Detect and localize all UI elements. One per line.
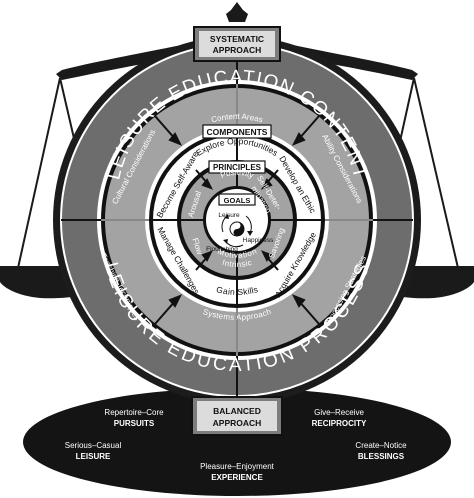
label-content-areas: Content Areas	[210, 112, 263, 124]
wheel	[53, 36, 421, 404]
principles-box	[208, 160, 266, 174]
goal-happiness: Happiness	[243, 237, 274, 244]
goal-leisure: Leisure	[218, 212, 240, 219]
label-positivity: Positivity	[219, 168, 255, 180]
base-pursuits: Repertoire–Core PURSUITS	[104, 408, 164, 428]
base-reciprocity: Give–Receive RECIPROCITY	[312, 408, 367, 428]
base-blessings: Create–Notice BLESSINGS	[355, 441, 407, 461]
cycle-arrows	[221, 214, 253, 248]
svg-text:RECIPROCITY: RECIPROCITY	[312, 419, 367, 428]
svg-text:Create–Notice: Create–Notice	[355, 441, 407, 450]
inward-arrows	[154, 115, 320, 325]
svg-text:Give–Receive: Give–Receive	[314, 408, 364, 417]
systematic-line1: SYSTEMATIC	[210, 34, 264, 44]
goal-flourishing: Flourishing	[206, 246, 238, 253]
svg-text:PURSUITS: PURSUITS	[114, 419, 155, 428]
yin-yang-icon	[229, 221, 245, 237]
svg-text:LEISURE: LEISURE	[76, 452, 111, 461]
svg-text:EXPERIENCE: EXPERIENCE	[211, 473, 263, 482]
svg-text:Serious–Casual: Serious–Casual	[65, 441, 122, 450]
base-experience: Pleasure–Enjoyment EXPERIENCE	[200, 462, 275, 482]
components-title: COMPONENTS	[207, 127, 268, 137]
components-box	[202, 124, 272, 139]
principles-title: PRINCIPLES	[213, 163, 262, 172]
systematic-line2: APPROACH	[213, 45, 262, 55]
systematic-approach-box: SYSTEMATIC APPROACH	[193, 26, 281, 62]
label-motivation: Motivation	[216, 246, 257, 259]
balanced-approach-box: BALANCED APPROACH	[191, 396, 283, 436]
svg-text:BLESSINGS: BLESSINGS	[358, 452, 405, 461]
label-intrinsic: Intrinsic	[221, 258, 252, 269]
balanced-line2: APPROACH	[213, 418, 262, 428]
balanced-line1: BALANCED	[213, 406, 261, 416]
base-ellipse	[23, 388, 451, 496]
base-leisure: Serious–Casual LEISURE	[65, 441, 122, 461]
goals-title: GOALS	[224, 196, 251, 205]
svg-text:Pleasure–Enjoyment: Pleasure–Enjoyment	[200, 462, 275, 471]
scale-finial	[226, 2, 248, 22]
svg-text:Repertoire–Core: Repertoire–Core	[104, 408, 164, 417]
goals-box	[218, 193, 256, 206]
